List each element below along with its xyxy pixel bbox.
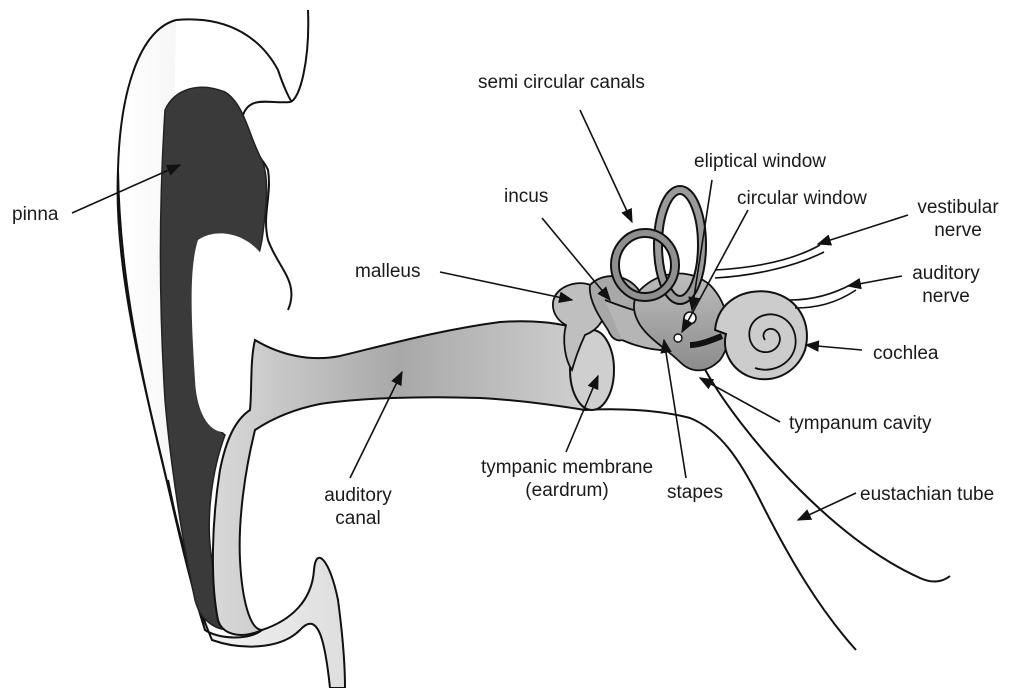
label-malleus: malleus [355,260,420,283]
vestibular-nerve-shape [715,245,824,278]
malleus-pointer [440,272,572,300]
tympanum-cavity-pointer [700,378,780,422]
label-tympanic-membrane: tympanic membrane (eardrum) [452,456,682,502]
label-auditory-nerve-line2: nerve [896,285,996,308]
label-auditory-nerve-line1: auditory [896,262,996,285]
label-eliptical-window: eliptical window [694,150,826,173]
label-cochlea: cochlea [873,342,939,365]
label-auditory-canal-line2: canal [310,507,406,530]
label-incus: incus [504,185,548,208]
auditory-nerve-shape [790,284,856,308]
label-stapes: stapes [667,481,723,504]
circular-window-shape [674,334,682,342]
label-tympanic-membrane-line2: (eardrum) [452,479,682,502]
label-semi-circular-canals: semi circular canals [478,71,645,94]
label-auditory-canal-line1: auditory [310,484,406,507]
label-auditory-nerve: auditory nerve [896,262,996,308]
semi-circular-canals-pointer [580,110,632,222]
cochlea-shape [715,291,807,379]
eustachian-tube-shape [700,360,950,582]
label-tympanum-cavity: tympanum cavity [789,412,932,435]
label-circular-window: circular window [737,187,867,210]
label-tympanic-membrane-line1: tympanic membrane [452,456,682,479]
middle-ear-floor [585,409,856,650]
vestibular-nerve-pointer [818,215,908,244]
label-eustachian-tube: eustachian tube [860,483,994,506]
label-auditory-canal: auditory canal [310,484,406,530]
vestibule-shape [634,274,729,371]
label-vestibular-nerve: vestibular nerve [908,196,1008,242]
auditory-nerve-pointer [848,276,902,286]
label-vestibular-nerve-line2: nerve [908,219,1008,242]
label-pinna: pinna [12,203,59,226]
label-vestibular-nerve-line1: vestibular [908,196,1008,219]
cochlea-pointer [806,345,862,350]
